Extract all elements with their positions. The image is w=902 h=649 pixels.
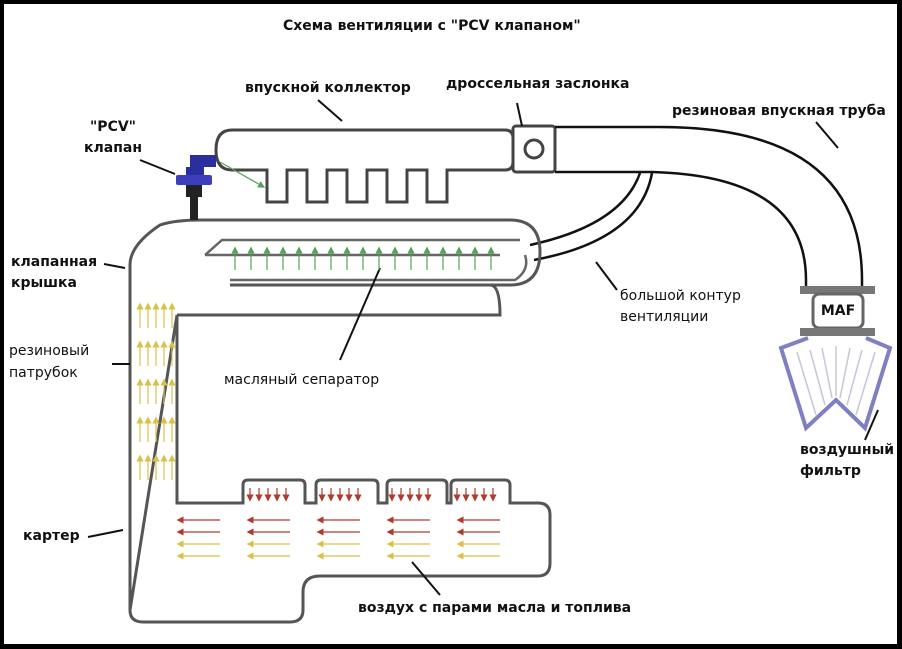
label-air-filter-line1: воздушный [800,442,895,458]
label-rubber-hose-line1: резиновый [9,343,90,359]
label-big-circuit-line1: большой контур [620,288,741,304]
leader-lines [87,99,879,596]
label-intake-manifold: впускной коллектор [245,80,411,96]
label-oil-separator: масляный сепаратор [224,372,380,388]
rubber-intake-pipe [555,125,864,286]
label-throttle: дроссельная заслонка [446,76,630,92]
air-filter [778,336,893,432]
label-blowby: воздух с парами масла и топлива [358,600,632,616]
label-rubber-hose-line2: патрубок [9,365,78,381]
oil-separator [204,238,528,282]
label-crankcase: картер [23,528,80,544]
label-valve-cover-line2: крышка [11,275,78,291]
label-pcv-line2: клапан [84,140,142,156]
pcv-valve [176,155,216,220]
throttle-body [511,124,557,174]
label-maf: MAF [820,303,856,319]
air-filter-pleats [796,346,876,416]
label-air-filter-line2: фильтр [800,463,861,479]
diagram-title: Схема вентиляции с "PCV клапаном" [283,18,581,34]
maf-sensor [800,286,875,336]
label-valve-cover-line1: клапанная [11,254,98,270]
label-rubber-intake-pipe: резиновая впускная труба [672,103,886,119]
label-pcv-line1: "PCV" [90,119,136,135]
flow-arrow-manifold [219,161,266,188]
label-big-circuit-line2: вентиляции [620,309,709,325]
engine-block [128,218,552,624]
diagram-panel [4,4,897,644]
big-ventilation-hose [529,172,654,262]
